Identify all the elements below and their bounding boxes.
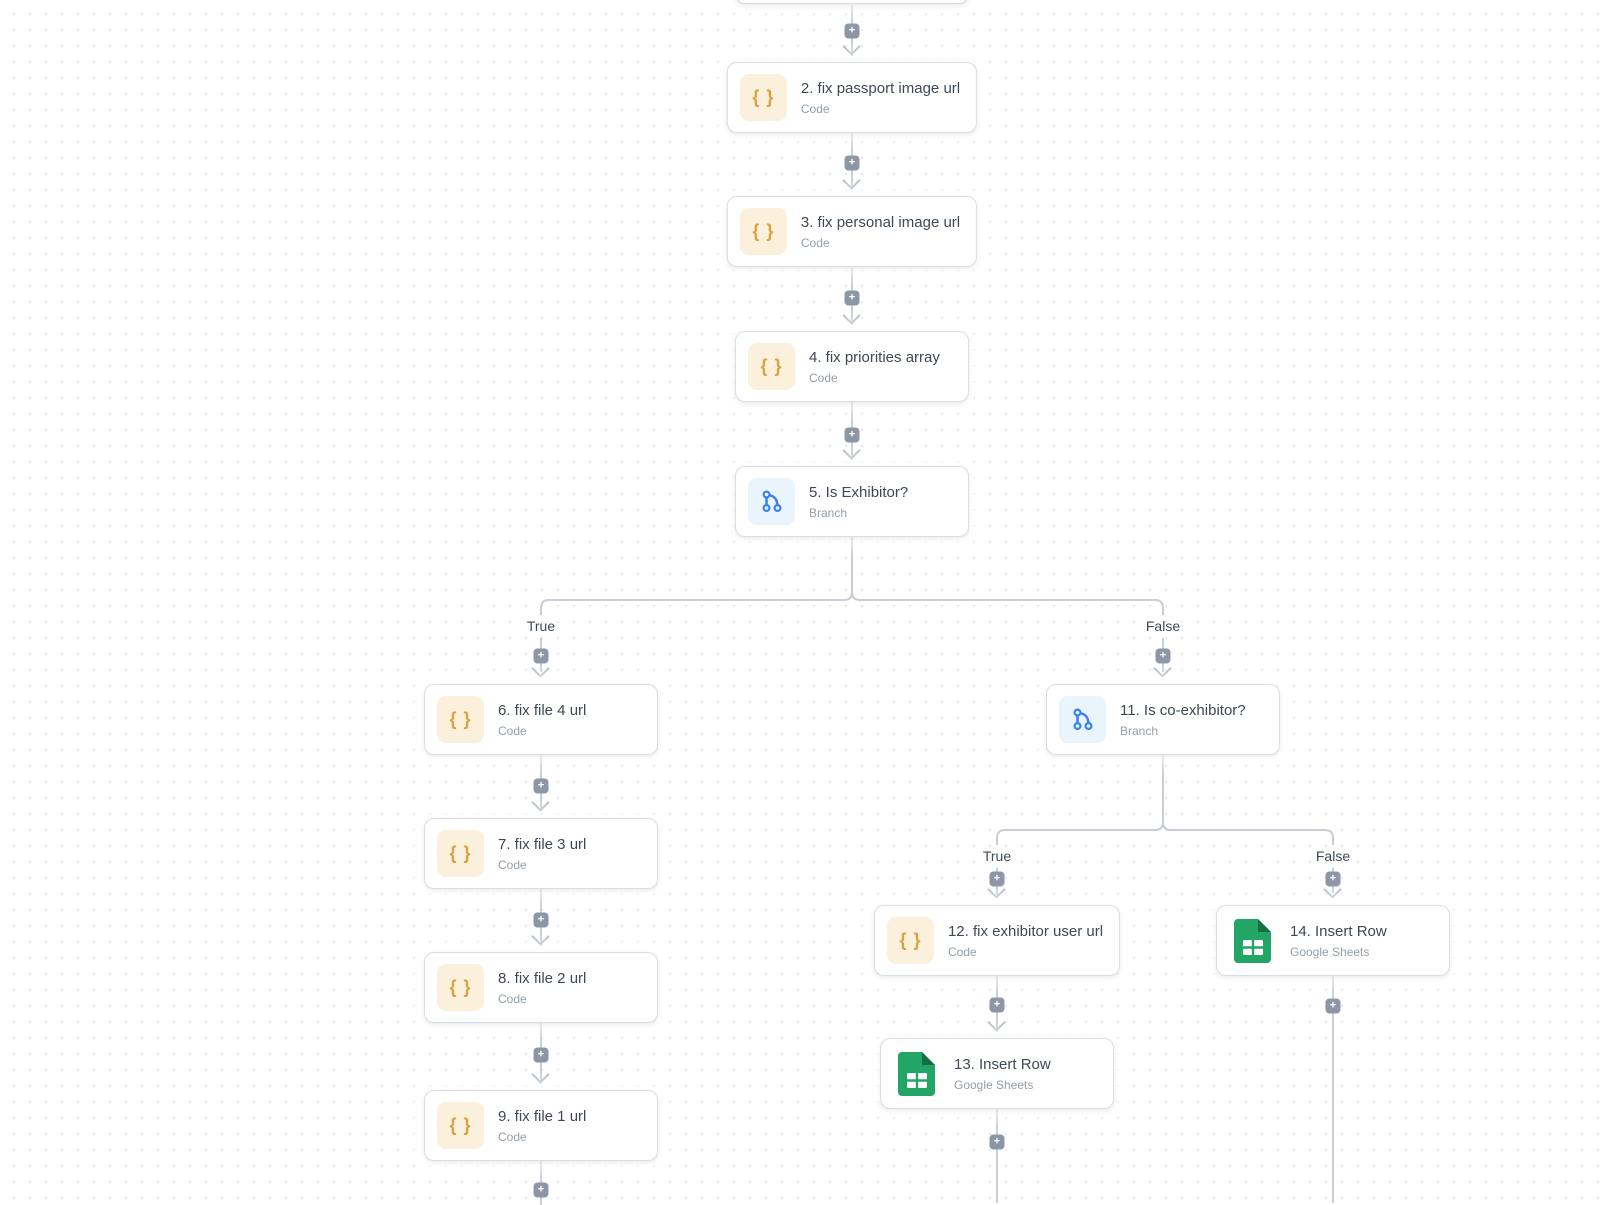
node-subtitle: Code xyxy=(800,235,830,250)
node-subtitle: Code xyxy=(809,370,838,385)
add-step-button[interactable]: + xyxy=(844,290,860,306)
node-fix-file-1-url[interactable]: { } 9. fix file 1 url Code xyxy=(424,1090,658,1161)
plus-icon: + xyxy=(537,649,545,662)
arrowhead-down-icon xyxy=(842,171,861,190)
add-step-button[interactable]: + xyxy=(533,912,549,928)
plus-icon: + xyxy=(1329,872,1337,885)
branch-label-true: True xyxy=(982,848,1012,864)
node-title: 4. fix priorities array xyxy=(809,348,940,366)
node-subtitle: Google Sheets xyxy=(954,1077,1034,1092)
plus-icon: + xyxy=(537,1183,545,1196)
branch-label-true: True xyxy=(526,618,556,634)
code-braces-icon: { } xyxy=(748,343,795,390)
code-braces-icon: { } xyxy=(437,1102,484,1149)
add-step-button[interactable]: + xyxy=(989,997,1005,1013)
node-fix-file-3-url[interactable]: { } 7. fix file 3 url Code xyxy=(424,818,658,889)
node-title: 6. fix file 4 url xyxy=(498,701,587,719)
node-subtitle: Code xyxy=(498,991,527,1006)
google-sheets-icon xyxy=(1229,917,1276,964)
code-braces-icon: { } xyxy=(437,964,484,1011)
arrowhead-down-icon xyxy=(842,37,861,56)
add-step-button[interactable]: + xyxy=(844,23,860,39)
plus-icon: + xyxy=(537,1048,545,1061)
branch-label-false: False xyxy=(1315,848,1351,864)
arrowhead-down-icon xyxy=(842,441,861,460)
branch-split-connector xyxy=(996,755,1334,845)
node-title: 12. fix exhibitor user url xyxy=(947,922,1104,940)
node-subtitle: Branch xyxy=(1120,723,1159,738)
arrowhead-down-icon xyxy=(531,1065,550,1084)
connector-line xyxy=(996,1109,998,1203)
node-is-exhibitor[interactable]: 5. Is Exhibitor? Branch xyxy=(735,466,969,537)
branch-icon xyxy=(748,478,795,525)
node-title: 9. fix file 1 url xyxy=(498,1107,587,1125)
arrowhead-down-icon xyxy=(987,1013,1006,1032)
node-subtitle: Code xyxy=(498,857,527,872)
add-step-button[interactable]: + xyxy=(1325,998,1341,1014)
arrowhead-down-icon xyxy=(531,927,550,946)
node-insert-row-14[interactable]: 14. Insert Row Google Sheets xyxy=(1216,905,1450,976)
arrowhead-down-icon xyxy=(842,306,861,325)
add-step-button[interactable]: + xyxy=(844,155,860,171)
plus-icon: + xyxy=(848,291,856,304)
plus-icon: + xyxy=(848,156,856,169)
node-fix-file-4-url[interactable]: { } 6. fix file 4 url Code xyxy=(424,684,658,755)
add-step-button[interactable]: + xyxy=(533,778,549,794)
plus-icon: + xyxy=(537,913,545,926)
add-step-button[interactable]: + xyxy=(533,648,549,664)
node-title: 8. fix file 2 url xyxy=(498,969,587,987)
branch-split-connector xyxy=(540,537,1164,615)
node-insert-row-13[interactable]: 13. Insert Row Google Sheets xyxy=(880,1038,1114,1109)
node-fix-file-2-url[interactable]: { } 8. fix file 2 url Code xyxy=(424,952,658,1023)
node-subtitle: Code xyxy=(947,944,977,959)
node-fix-passport-image-url[interactable]: { } 2. fix passport image url Code xyxy=(726,62,978,133)
plus-icon: + xyxy=(1159,649,1167,662)
add-step-button[interactable]: + xyxy=(989,1134,1005,1150)
node-title: 14. Insert Row xyxy=(1290,922,1387,940)
branch-icon xyxy=(1059,696,1106,743)
node-fix-exhibitor-user-url[interactable]: { } 12. fix exhibitor user url Code xyxy=(873,905,1121,976)
add-step-button[interactable]: + xyxy=(844,427,860,443)
node-is-co-exhibitor[interactable]: 11. Is co-exhibitor? Branch xyxy=(1046,684,1280,755)
node-subtitle: Google Sheets xyxy=(1290,944,1370,959)
node-subtitle: Branch xyxy=(809,505,848,520)
code-braces-icon: { } xyxy=(437,696,484,743)
node-title: 5. Is Exhibitor? xyxy=(809,483,909,501)
branch-label-false: False xyxy=(1145,618,1181,634)
add-step-button[interactable]: + xyxy=(533,1047,549,1063)
plus-icon: + xyxy=(848,428,856,441)
add-step-button[interactable]: + xyxy=(1325,871,1341,887)
node-subtitle: Code xyxy=(800,101,830,116)
arrowhead-down-icon xyxy=(531,793,550,812)
plus-icon: + xyxy=(1329,999,1337,1012)
node-title: 11. Is co-exhibitor? xyxy=(1120,701,1246,719)
plus-icon: + xyxy=(848,24,856,37)
node-subtitle: Code xyxy=(498,723,527,738)
node-fix-personal-image-url[interactable]: { } 3. fix personal image url Code xyxy=(726,196,978,267)
plus-icon: + xyxy=(993,998,1001,1011)
plus-icon: + xyxy=(993,872,1001,885)
google-sheets-icon xyxy=(893,1050,940,1097)
code-braces-icon: { } xyxy=(739,208,787,255)
node-title: 3. fix personal image url xyxy=(800,213,961,231)
add-step-button[interactable]: + xyxy=(989,871,1005,887)
node-title: 13. Insert Row xyxy=(954,1055,1051,1073)
node-card-partial[interactable] xyxy=(735,0,969,4)
node-subtitle: Code xyxy=(498,1129,527,1144)
code-braces-icon: { } xyxy=(886,917,934,964)
add-step-button[interactable]: + xyxy=(1155,648,1171,664)
code-braces-icon: { } xyxy=(437,830,484,877)
connector-line xyxy=(1332,976,1334,1203)
node-fix-priorities-array[interactable]: { } 4. fix priorities array Code xyxy=(735,331,969,402)
code-braces-icon: { } xyxy=(739,74,787,121)
node-title: 2. fix passport image url xyxy=(800,79,961,97)
plus-icon: + xyxy=(993,1135,1001,1148)
plus-icon: + xyxy=(537,779,545,792)
node-title: 7. fix file 3 url xyxy=(498,835,587,853)
add-step-button[interactable]: + xyxy=(533,1182,549,1198)
